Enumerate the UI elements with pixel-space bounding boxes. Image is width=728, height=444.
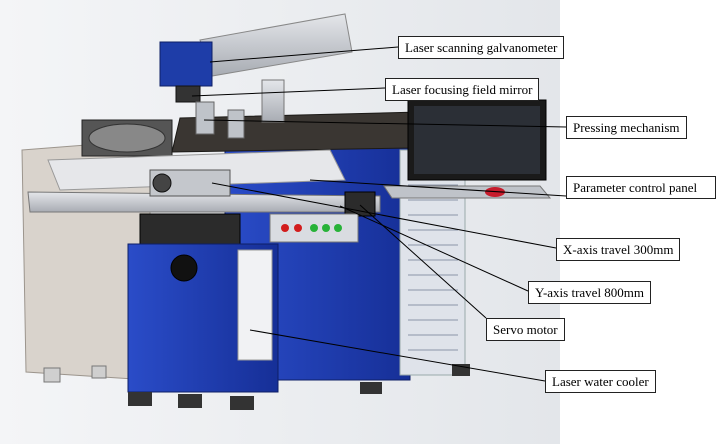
foot-2 — [178, 394, 202, 408]
cooling-fan — [88, 123, 166, 153]
foot-1 — [128, 392, 152, 406]
leader-servo — [359, 204, 487, 319]
enclosure-foot-right — [91, 365, 107, 379]
label-laser-scanning-galvanometer: Laser scanning galvanometer — [398, 36, 565, 59]
water-cooler-cap — [170, 254, 198, 282]
keyboard-tray — [383, 185, 552, 199]
water-cooler-door — [237, 249, 273, 361]
leader-y-axis — [339, 205, 529, 292]
foot-3 — [230, 396, 254, 410]
label-servo-motor: Servo motor — [486, 318, 565, 341]
cabinet-vent — [399, 149, 466, 376]
label-parameter-control-panel: Parameter control panel — [566, 176, 716, 199]
water-cooler-top — [139, 213, 241, 249]
leader-water-cooler — [249, 329, 546, 382]
label-laser-focusing-field-mirror: Laser focusing field mirror — [385, 78, 540, 101]
leader-lines — [191, 46, 567, 382]
indicator-green-3 — [334, 224, 342, 232]
indicator-red-1 — [281, 224, 289, 232]
leader-control-panel — [309, 179, 567, 197]
label-laser-water-cooler: Laser water cooler — [545, 370, 656, 393]
pressing-post — [227, 109, 245, 139]
leader-galvanometer — [209, 46, 399, 63]
servo-motor — [344, 191, 376, 217]
foot-4 — [360, 382, 382, 394]
focusing-lens — [175, 85, 201, 103]
monitor-display — [414, 106, 540, 174]
indicator-red-2 — [294, 224, 302, 232]
leader-x-axis — [211, 182, 557, 249]
leader-focusing-mirror — [191, 87, 386, 97]
galvanometer-head — [159, 41, 213, 87]
indicator-green-2 — [322, 224, 330, 232]
label-x-axis-travel: X-axis travel 300mm — [556, 238, 681, 261]
x-axis-servo — [152, 173, 172, 193]
enclosure-foot-left — [43, 367, 61, 383]
label-y-axis-travel: Y-axis travel 800mm — [528, 281, 652, 304]
label-pressing-mechanism: Pressing mechanism — [566, 116, 687, 139]
y-axis-rail — [27, 191, 381, 213]
indicator-green-1 — [310, 224, 318, 232]
pressing-mechanism — [195, 101, 215, 135]
support-column — [261, 79, 285, 123]
leader-pressing — [203, 119, 567, 128]
